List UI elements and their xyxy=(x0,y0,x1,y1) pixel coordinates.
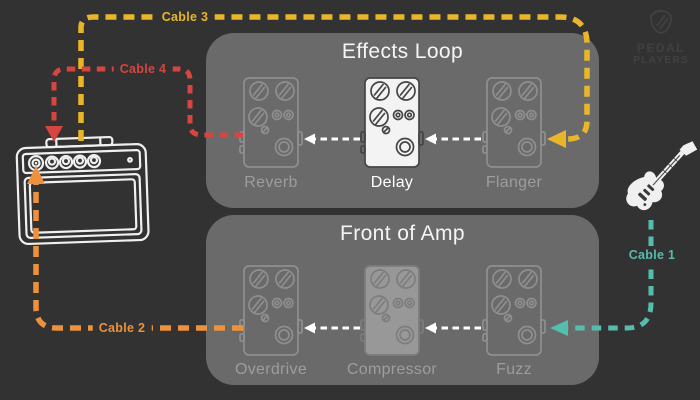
cable-3-line xyxy=(78,14,590,142)
pedal-label-compressor: Compressor xyxy=(346,361,438,378)
pedal-label-reverb: Reverb xyxy=(244,174,298,191)
cable-4-arrowhead xyxy=(45,126,63,142)
pedal-label-fuzz: Fuzz xyxy=(496,361,532,378)
cable-3-label: Cable 3 xyxy=(155,9,215,25)
pedal-graphic-compressor xyxy=(360,265,424,356)
amp-icon xyxy=(15,135,150,246)
pedal-graphic-fuzz xyxy=(482,265,546,356)
logo-text-line1: PEDAL xyxy=(636,41,686,55)
guitar-headstock xyxy=(679,141,698,156)
cable-2-label: Cable 2 xyxy=(92,320,152,336)
cable-4-label: Cable 4 xyxy=(113,61,173,77)
amp-power-light xyxy=(127,156,133,163)
pedal-label-delay: Delay xyxy=(370,174,414,191)
front-of-amp-title: Front of Amp xyxy=(339,222,466,245)
cable-1-label: Cable 1 xyxy=(622,247,682,263)
cable-2-arrowhead xyxy=(27,166,45,184)
pedal-label-overdrive: Overdrive xyxy=(234,361,308,378)
cable-2-line xyxy=(33,182,243,331)
cable-3-arrowhead xyxy=(547,130,566,148)
pedal-label-flanger: Flanger xyxy=(485,174,543,191)
guitar-pick-icon xyxy=(649,9,673,35)
pedal-graphic-reverb xyxy=(239,77,303,168)
effects-loop-title: Effects Loop xyxy=(341,40,464,63)
signal-arrows xyxy=(304,133,481,334)
pedal-graphic-flanger xyxy=(482,77,546,168)
cable-1-arrowhead xyxy=(550,320,568,336)
amp-knobs xyxy=(44,153,102,170)
cable-4-line xyxy=(51,66,243,138)
cable-1-line xyxy=(567,220,654,331)
amp-control-panel xyxy=(21,149,142,175)
brand-logo: PEDAL PLAYERS xyxy=(628,8,694,66)
pedal-graphic-overdrive xyxy=(239,265,303,356)
pedal-graphic-delay xyxy=(360,77,424,168)
guitar-icon xyxy=(626,141,698,211)
logo-text-line2: PLAYERS xyxy=(633,54,689,66)
amp-speaker-grille xyxy=(23,173,143,239)
